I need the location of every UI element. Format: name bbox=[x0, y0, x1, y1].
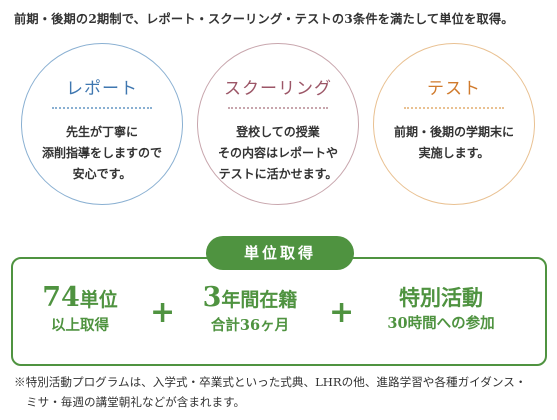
schooling-divider bbox=[228, 107, 328, 109]
footnote: ※特別活動プログラムは、入学式・卒業式といった式典、LHRの他、進路学習や各種ガ… bbox=[14, 375, 527, 409]
plus-icon: + bbox=[329, 295, 355, 330]
test-title: テスト bbox=[427, 79, 481, 99]
schooling-title: スクーリング bbox=[224, 79, 332, 99]
special-activity-requirement: 特別活動 30時間への参加 bbox=[387, 285, 495, 332]
schooling-circle: スクーリング 登校しての授業 その内容はレポートや テストに活かせます。 bbox=[197, 43, 359, 205]
test-description: 前期・後期の学期末に 実施します。 bbox=[393, 125, 514, 160]
schooling-description: 登校しての授業 その内容はレポートや テストに活かせます。 bbox=[217, 125, 338, 181]
credit-label: 単位取得 bbox=[206, 236, 354, 270]
report-circle: レポート 先生が丁寧に 添削指導をしますので 安心です。 bbox=[21, 43, 183, 205]
intro-text: 前期・後期の2期制で、レポート・スクーリング・テストの3条件を満たして単位を取得… bbox=[14, 12, 514, 26]
test-circle: テスト 前期・後期の学期末に 実施します。 bbox=[373, 43, 535, 205]
report-description: 先生が丁寧に 添削指導をしますので 安心です。 bbox=[41, 125, 162, 181]
test-divider bbox=[404, 107, 504, 109]
report-divider bbox=[52, 107, 152, 109]
report-title: レポート bbox=[66, 79, 138, 99]
enrollment-requirement: 3年間在籍 合計36ヶ月 bbox=[202, 282, 298, 334]
plus-icon: + bbox=[150, 295, 176, 330]
credit-requirement: 74単位 以上取得 bbox=[42, 282, 118, 334]
